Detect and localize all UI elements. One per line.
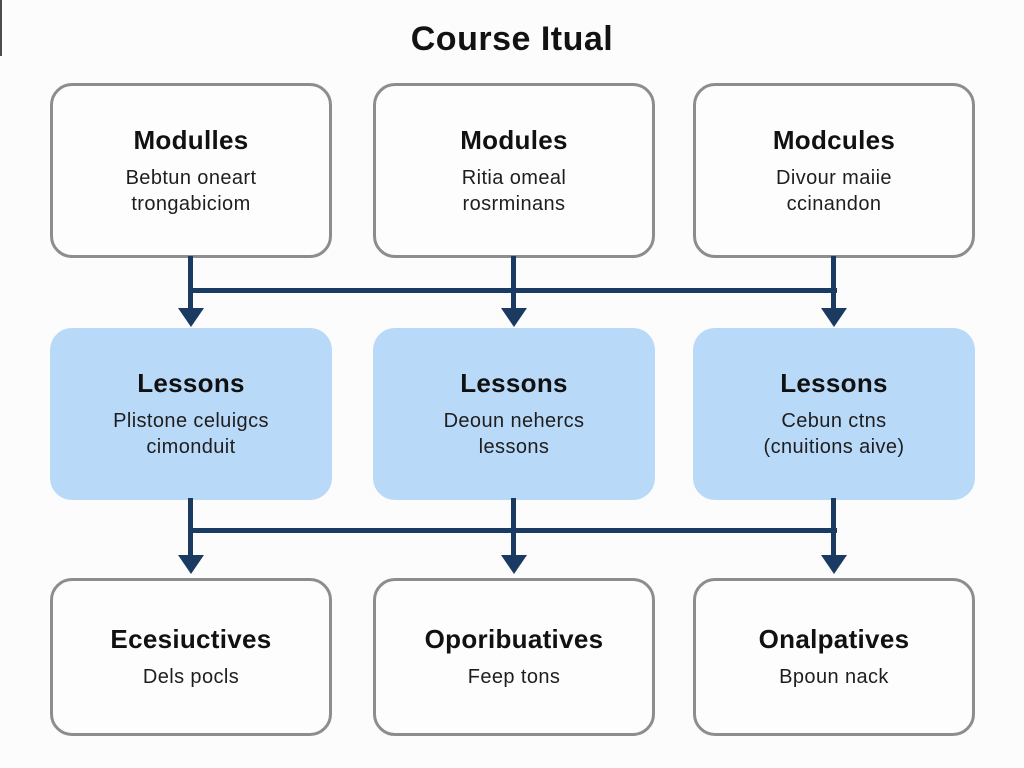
card-heading: Oporibuatives [424, 624, 604, 654]
connector-line [511, 498, 516, 555]
arrow-down-icon [821, 555, 847, 574]
card-heading: Onalpatives [758, 624, 910, 654]
module-card: Modulles Bebtun oneart trongabiciom [50, 83, 332, 258]
lesson-card: Lessons Plistone celuigcs cimonduit [50, 328, 332, 500]
card-heading: Modules [460, 124, 568, 155]
arrow-down-icon [821, 308, 847, 327]
arrow-down-icon [501, 308, 527, 327]
module-card: Modcules Divour maiie ccinandon [693, 83, 975, 258]
diagram-title: Course Itual [410, 20, 614, 58]
arrow-down-icon [178, 555, 204, 574]
card-subtitle: Deoun nehercs lessons [443, 410, 585, 458]
objective-card: Onalpatives Bpoun nack [693, 578, 975, 736]
card-heading: Lessons [460, 368, 568, 398]
card-heading: Lessons [780, 368, 888, 398]
card-subtitle: Cebun ctns (cnuitions aive) [763, 410, 905, 458]
card-heading: Ecesiuctives [110, 624, 272, 654]
card-subtitle: Bpoun nack [779, 666, 889, 688]
lesson-card: Lessons Cebun ctns (cnuitions aive) [693, 328, 975, 500]
arrow-down-icon [501, 555, 527, 574]
module-card: Modules Ritia omeal rosrminans [373, 83, 655, 258]
objective-card: Oporibuatives Feep tons [373, 578, 655, 736]
card-subtitle: Dels pocls [142, 666, 240, 688]
card-subtitle: Feep tons [467, 666, 561, 688]
connector-line [188, 256, 193, 308]
card-heading: Lessons [137, 368, 245, 398]
connector-line [831, 256, 836, 308]
left-edge-line [0, 0, 2, 56]
card-subtitle: Ritia omeal rosrminans [461, 166, 567, 215]
connector-line [188, 498, 193, 555]
lesson-card: Lessons Deoun nehercs lessons [373, 328, 655, 500]
card-heading: Modcules [772, 124, 896, 155]
arrow-down-icon [178, 308, 204, 327]
card-subtitle: Bebtun oneart trongabiciom [125, 166, 257, 215]
objective-card: Ecesiuctives Dels pocls [50, 578, 332, 736]
card-subtitle: Divour maiie ccinandon [776, 166, 892, 215]
connector-line [511, 256, 516, 308]
card-subtitle: Plistone celuigcs cimonduit [113, 410, 269, 458]
card-heading: Modulles [133, 124, 249, 155]
connector-line [831, 498, 836, 555]
